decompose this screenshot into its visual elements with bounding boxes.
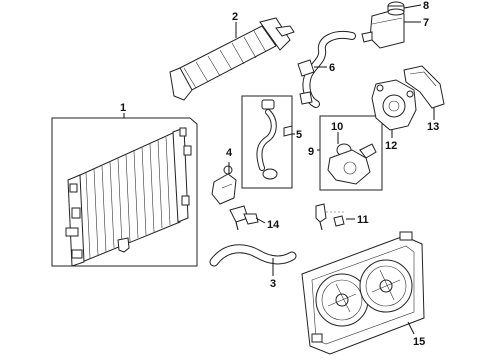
callout-4: 4 — [226, 147, 233, 159]
callout-13: 13 — [427, 121, 439, 133]
lower-radiator-hose — [209, 244, 297, 267]
temp-sensor-a — [315, 203, 327, 223]
radiator-lower-mount — [181, 195, 190, 206]
upper-hose-quick-connect — [297, 59, 315, 77]
fan-shroud-assembly — [301, 231, 425, 355]
charge-air-cooler-fins — [183, 30, 267, 89]
charge-air-cooler-end-tank-left — [169, 67, 193, 101]
water-pump-cover-body — [403, 65, 445, 109]
radiator-clip — [117, 237, 130, 253]
charge-air-cooler-end-tank-right — [259, 17, 291, 51]
callout-3: 3 — [270, 278, 276, 290]
callout-7: 7 — [423, 17, 429, 29]
hose-connector-top — [261, 99, 275, 110]
coolant-bracket — [211, 165, 237, 205]
hose-set-box — [241, 95, 293, 189]
thermostat-outlet — [359, 143, 377, 159]
callout-11: 11 — [357, 214, 369, 226]
coolant-reservoir — [361, 9, 405, 49]
thermostat-box — [319, 115, 383, 191]
charge-air-cooler-core — [175, 25, 277, 93]
callout-10: 10 — [331, 121, 343, 133]
thermostat-assembly — [319, 115, 383, 191]
callout-5: 5 — [296, 129, 302, 141]
radiator-bottom-fitting — [71, 249, 83, 259]
callout-14: 14 — [267, 219, 280, 231]
callout-2: 2 — [232, 11, 238, 23]
fan-shroud-lower-mount — [311, 333, 323, 343]
hose-end-fitting — [283, 125, 293, 137]
callout-6: 6 — [329, 62, 335, 74]
thermostat-housing — [327, 149, 371, 185]
water-pump-cover — [403, 65, 445, 109]
water-pump — [371, 79, 417, 131]
charge-air-cooler-pipe — [275, 25, 295, 37]
hose-clamp — [262, 168, 278, 180]
water-pump-pulley — [382, 94, 406, 118]
radiator-bracket-box — [51, 117, 198, 267]
callout-9: 9 — [308, 146, 314, 158]
radiator-top-mount — [179, 127, 187, 137]
reservoir-body — [369, 9, 405, 49]
fan-shroud-mount — [399, 231, 413, 241]
leader-lines — [123, 4, 435, 335]
coolant-bracket-bolt — [223, 165, 233, 175]
radiator-assembly — [51, 117, 198, 267]
callout-8: 8 — [423, 0, 429, 12]
callout-labels: 1 2 3 4 5 6 7 8 9 10 11 12 13 14 15 — [120, 0, 439, 348]
radiator-core — [77, 131, 181, 263]
radiator-upper-fitting — [69, 183, 78, 193]
radiator-side-mount — [183, 145, 192, 156]
upper-coolant-hose — [297, 31, 356, 108]
callout-1: 1 — [120, 102, 126, 114]
reservoir-outlet — [361, 31, 373, 43]
radiator-drain-fitting — [71, 207, 81, 219]
coolant-bracket-body — [211, 173, 237, 205]
radiator-left-tank — [67, 174, 85, 267]
callout-15: 15 — [413, 336, 425, 348]
coolant-valve — [229, 205, 259, 231]
charge-air-cooler — [169, 17, 295, 101]
radiator-lower-fitting — [65, 227, 79, 237]
temperature-sensors — [315, 203, 346, 231]
water-pump-bolt-2 — [406, 90, 414, 98]
coolant-hose-set — [241, 95, 293, 189]
temp-sensor-b — [333, 215, 345, 227]
callout-12: 12 — [385, 140, 397, 152]
upper-hose-sensor — [299, 91, 313, 105]
coolant-valve-connector — [243, 213, 259, 225]
radiator-fins — [85, 136, 171, 259]
water-pump-bolt-1 — [376, 84, 384, 92]
reservoir-cap — [387, 1, 405, 16]
